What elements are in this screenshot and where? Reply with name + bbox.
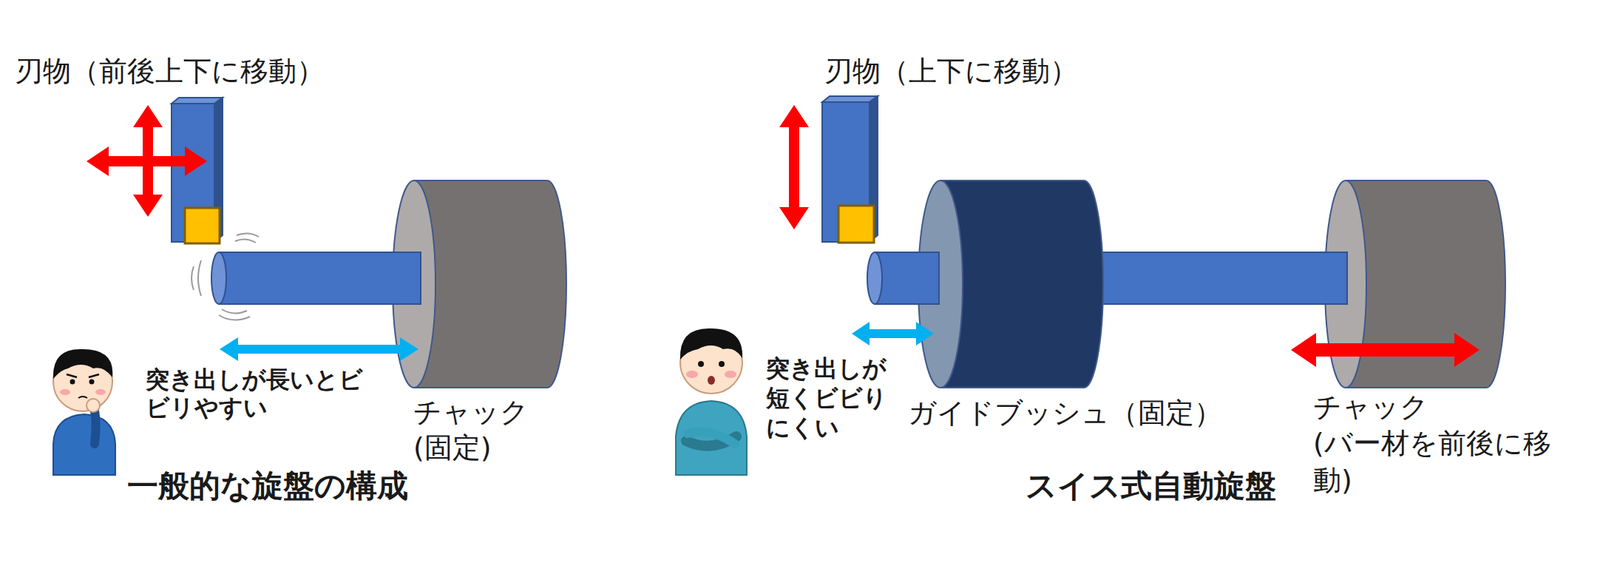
workpiece-rod (867, 252, 940, 304)
cutting-tool (171, 97, 223, 244)
worried-person (53, 348, 116, 475)
workpiece-rod (211, 252, 421, 304)
relieved-person (675, 328, 747, 475)
tool-label: 刃物（前後上下に移動） (14, 54, 325, 89)
overhang-arrow (219, 337, 419, 361)
guide-bush (918, 180, 1104, 388)
tool-label: 刃物（上下に移動） (824, 54, 1079, 89)
motion-arrow (779, 104, 809, 230)
note-text: 突き出しが長いとビ ビリやすい (145, 365, 371, 423)
note-text: 突き出しが 短くビビり にくい (765, 353, 897, 443)
motion-arrow (1290, 332, 1480, 367)
diagram-title: スイス式自動旋盤 (1025, 467, 1277, 505)
guide-bush-label: ガイドブッシュ（固定） (907, 396, 1223, 431)
motion-arrow (86, 146, 208, 176)
vibration-marks (191, 232, 259, 320)
diagram-title: 一般的な旋盤の構成 (127, 467, 409, 505)
chuck-label: チャック (固定) (413, 394, 543, 466)
overhang-arrow (851, 321, 934, 346)
bar-stock (1086, 252, 1348, 304)
cutting-tool (822, 96, 878, 243)
chuck-label: チャック (バー材を前後に移 動) (1313, 388, 1578, 499)
